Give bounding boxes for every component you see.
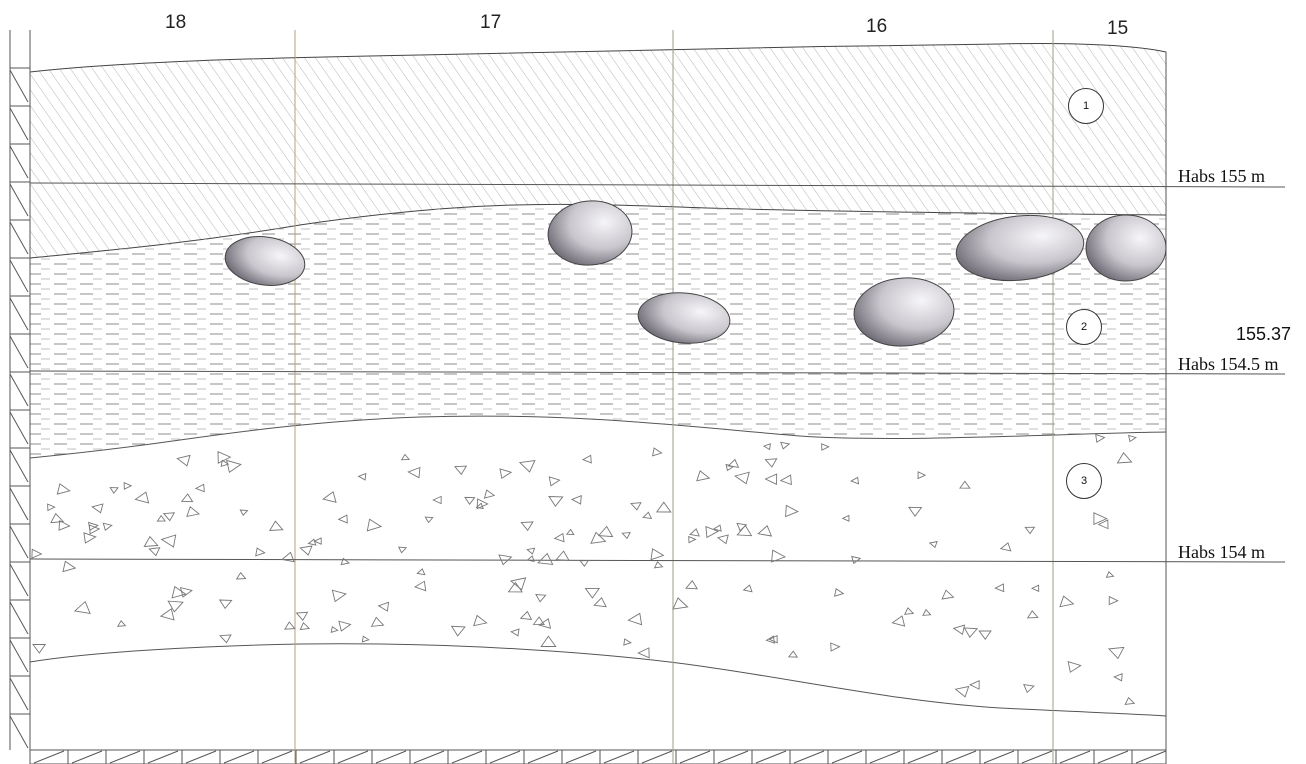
- column-label-18: 18: [165, 12, 187, 33]
- column-label-17: 17: [480, 12, 502, 33]
- level-label-1545: Habs 154.5 m: [1178, 354, 1279, 374]
- bottom-scale-ruler: [29, 750, 1167, 764]
- gravel-inclusions: [31, 433, 1137, 706]
- layer-marker-3: 3: [1066, 463, 1102, 499]
- column-label-15: 15: [1107, 18, 1129, 39]
- elevation-label: 155.37: [1236, 324, 1292, 344]
- layer-3-base-line: [29, 643, 1167, 717]
- layer-2-base-line: [29, 415, 1167, 459]
- stone-1: [224, 236, 306, 286]
- layer-2-fill: [30, 204, 1166, 458]
- stone-4: [853, 277, 955, 347]
- layer-marker-1: 1: [1068, 88, 1104, 124]
- stone-6: [1085, 214, 1167, 282]
- layer-marker-2: 2: [1066, 309, 1102, 345]
- level-label-155: Habs 155 m: [1178, 166, 1265, 186]
- stone-5: [955, 214, 1085, 282]
- level-line-154: [29, 558, 1286, 563]
- level-line-155: [29, 182, 1286, 188]
- stone-3: [637, 292, 731, 344]
- level-line-1545: [29, 370, 1286, 375]
- left-scale-ruler: [9, 67, 30, 749]
- stone-2: [547, 200, 633, 266]
- level-label-154: Habs 154 m: [1178, 542, 1265, 562]
- column-label-16: 16: [866, 16, 888, 37]
